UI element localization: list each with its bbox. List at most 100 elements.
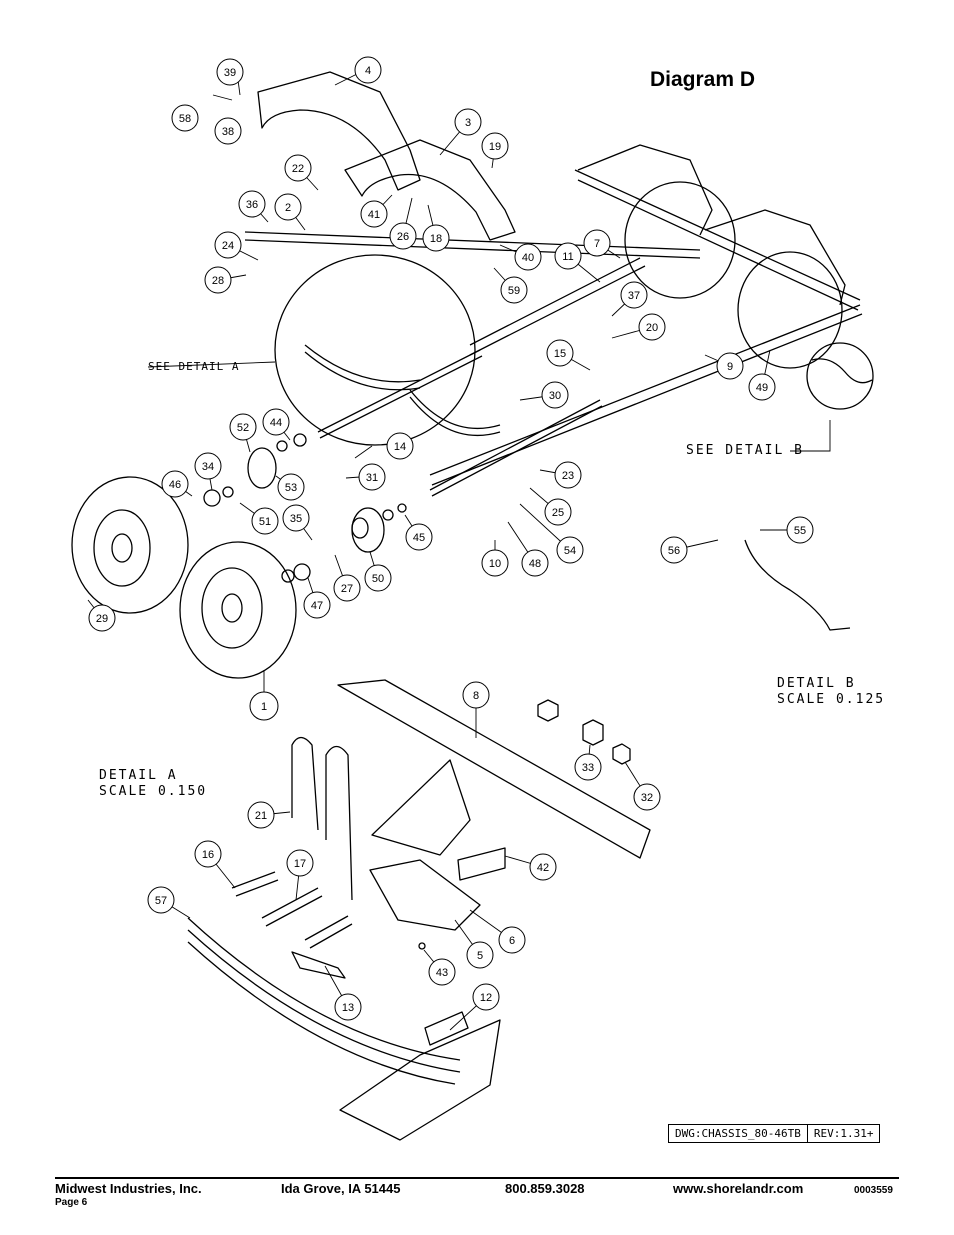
wheel-rear xyxy=(71,476,189,614)
svg-text:51: 51 xyxy=(259,516,271,528)
wheel-front-hub xyxy=(221,593,243,623)
frame-rail-main-11 xyxy=(469,257,646,356)
fender-right-front xyxy=(704,209,846,306)
svg-text:7: 7 xyxy=(594,238,600,250)
svg-text:39: 39 xyxy=(224,67,236,79)
svg-text:53: 53 xyxy=(285,482,297,494)
callout-47: 47 xyxy=(303,591,331,619)
svg-text:47: 47 xyxy=(311,600,323,612)
svg-text:33: 33 xyxy=(582,762,594,774)
svg-text:43: 43 xyxy=(436,967,448,979)
callout-35: 35 xyxy=(282,504,310,532)
callout-43: 43 xyxy=(428,958,456,986)
svg-text:42: 42 xyxy=(537,862,549,874)
svg-text:36: 36 xyxy=(246,199,258,211)
spring-upper xyxy=(304,344,421,391)
callout-5: 5 xyxy=(466,941,494,969)
crossmember xyxy=(574,169,861,311)
bushing-12 xyxy=(424,1011,469,1046)
callout-18: 18 xyxy=(422,224,450,252)
callout-4: 4 xyxy=(354,56,382,84)
tire-right-front xyxy=(737,251,843,369)
svg-text:3: 3 xyxy=(465,117,471,129)
callout-19: 19 xyxy=(481,132,509,160)
drawing-number-block: DWG:CHASSIS_80-46TB REV:1.31+ xyxy=(668,1124,881,1143)
callout-3: 3 xyxy=(454,108,482,136)
footer-website: www.shorelandr.com xyxy=(673,1181,804,1196)
detail-a-callout-circle xyxy=(274,254,476,446)
callout-16: 16 xyxy=(194,840,222,868)
svg-text:13: 13 xyxy=(342,1002,354,1014)
fender-right-rear xyxy=(577,144,713,236)
callout-50: 50 xyxy=(364,564,392,592)
axle-upper xyxy=(317,349,483,439)
callout-44: 44 xyxy=(262,408,290,436)
wheel-front xyxy=(179,541,297,679)
spring-lower xyxy=(409,389,501,436)
callout-53: 53 xyxy=(277,473,305,501)
nut-33-a xyxy=(537,699,559,722)
footer-divider xyxy=(55,1177,899,1179)
footer-page-number: Page 6 xyxy=(55,1197,88,1208)
svg-text:37: 37 xyxy=(628,290,640,302)
hub-upper xyxy=(247,447,277,489)
svg-text:26: 26 xyxy=(397,231,409,243)
bolt-13 xyxy=(304,915,353,949)
svg-text:41: 41 xyxy=(368,209,380,221)
callout-6: 6 xyxy=(498,926,526,954)
svg-text:50: 50 xyxy=(372,573,384,585)
svg-text:1: 1 xyxy=(261,701,267,713)
callout-37: 37 xyxy=(620,281,648,309)
axle-lower xyxy=(429,399,603,497)
callout-17: 17 xyxy=(286,849,314,877)
fender-rear xyxy=(344,139,516,241)
svg-text:56: 56 xyxy=(668,545,680,557)
svg-text:44: 44 xyxy=(270,417,282,429)
clip-13 xyxy=(291,951,346,979)
brake-line-detail xyxy=(811,358,873,384)
callout-11: 11 xyxy=(554,242,582,270)
svg-text:29: 29 xyxy=(96,613,108,625)
svg-text:55: 55 xyxy=(794,525,806,537)
svg-text:15: 15 xyxy=(554,348,566,360)
detail-a-scale: SCALE 0.150 xyxy=(99,784,208,799)
svg-text:27: 27 xyxy=(341,583,353,595)
callout-38: 38 xyxy=(214,117,242,145)
svg-text:21: 21 xyxy=(255,810,267,822)
callout-40: 40 xyxy=(514,243,542,271)
svg-text:6: 6 xyxy=(509,935,515,947)
svg-text:49: 49 xyxy=(756,382,768,394)
callout-2: 2 xyxy=(274,193,302,221)
callout-39: 39 xyxy=(216,58,244,86)
callout-33: 33 xyxy=(574,753,602,781)
wheel-rear-rim xyxy=(93,509,151,587)
footer-company: Midwest Industries, Inc. xyxy=(55,1181,202,1196)
drawing-number: DWG:CHASSIS_80-46TB xyxy=(675,1127,801,1140)
svg-text:40: 40 xyxy=(522,252,534,264)
svg-text:17: 17 xyxy=(294,858,306,870)
svg-text:12: 12 xyxy=(480,992,492,1004)
callout-13: 13 xyxy=(334,993,362,1021)
callout-34: 34 xyxy=(194,452,222,480)
svg-text:24: 24 xyxy=(222,240,234,252)
svg-text:4: 4 xyxy=(365,65,371,77)
svg-text:8: 8 xyxy=(473,690,479,702)
detail-a-flange xyxy=(337,679,651,859)
svg-text:46: 46 xyxy=(169,479,181,491)
svg-text:58: 58 xyxy=(179,113,191,125)
svg-text:16: 16 xyxy=(202,849,214,861)
svg-text:32: 32 xyxy=(641,792,653,804)
callout-1: 1 xyxy=(249,691,279,721)
svg-text:59: 59 xyxy=(508,285,520,297)
callout-56: 56 xyxy=(660,536,688,564)
svg-text:28: 28 xyxy=(212,275,224,287)
frame-rail-main-9 xyxy=(429,304,863,486)
nut-32 xyxy=(612,743,631,765)
leaf-spring-57 xyxy=(187,917,461,1085)
svg-text:5: 5 xyxy=(477,950,483,962)
callout-45: 45 xyxy=(405,523,433,551)
svg-text:35: 35 xyxy=(290,513,302,525)
footer-phone: 800.859.3028 xyxy=(505,1181,585,1196)
svg-text:2: 2 xyxy=(285,202,291,214)
